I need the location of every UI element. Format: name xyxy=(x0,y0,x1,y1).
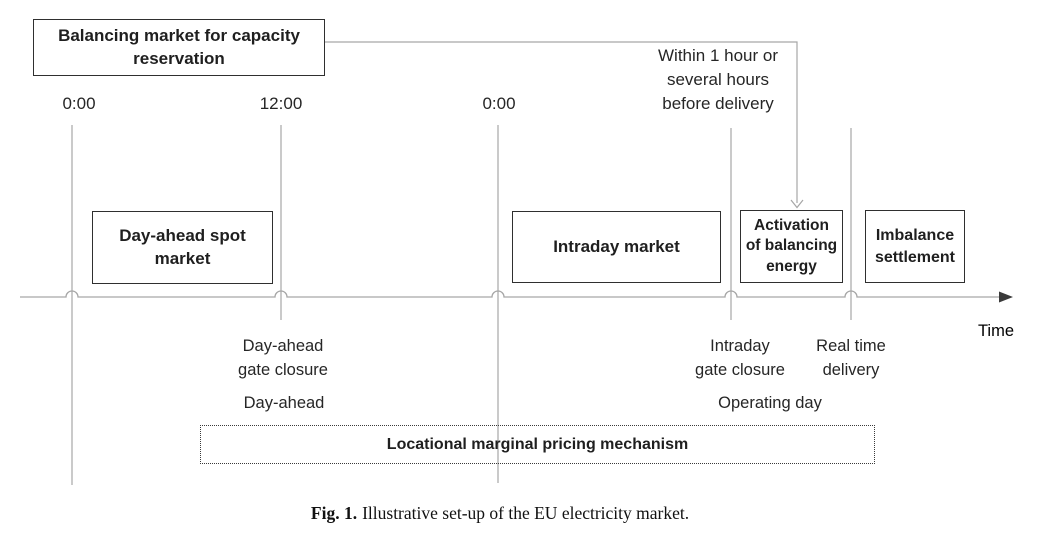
tick-0000-second: 0:00 xyxy=(482,94,516,113)
tick-1200: 12:00 xyxy=(259,94,303,113)
balancing-market-box: Balancing market for capacity reservatio… xyxy=(33,19,325,76)
tick-0000-first: 0:00 xyxy=(62,94,96,113)
figure-caption-text: Illustrative set-up of the EU electricit… xyxy=(362,503,690,523)
intraday-market-box: Intraday market xyxy=(512,211,721,283)
intraday-market-label: Intraday market xyxy=(553,236,680,256)
imbalance-settlement-label: Imbalance settlement xyxy=(874,227,956,266)
activation-balancing-energy-label: Activation of balancing energy xyxy=(745,216,838,275)
time-axis-line xyxy=(20,290,1000,298)
locational-marginal-pricing-box: Locational marginal pricing mechanism xyxy=(200,425,875,464)
milestone-real-time-delivery: Real time delivery xyxy=(816,337,886,379)
delivery-annotation: Within 1 hour or several hours before de… xyxy=(658,46,778,113)
period-label-day-ahead: Day-ahead xyxy=(243,394,325,412)
balancing-connector-line xyxy=(325,41,798,203)
milestone-intraday-gate-closure: Intraday gate closure xyxy=(695,337,785,379)
time-axis-arrowhead-icon xyxy=(999,291,1013,303)
balancing-market-label: Balancing market for capacity reservatio… xyxy=(58,26,300,68)
time-axis-label: Time xyxy=(977,322,1015,340)
figure-caption-number: Fig. 1. xyxy=(310,503,358,523)
milestone-dayahead-gate-closure: Day-ahead gate closure xyxy=(238,337,328,379)
locational-marginal-pricing-label: Locational marginal pricing mechanism xyxy=(386,435,689,453)
day-ahead-spot-market-label: Day-ahead spot market xyxy=(119,226,246,268)
period-label-operating-day: Operating day xyxy=(718,394,822,412)
day-ahead-spot-market-box: Day-ahead spot market xyxy=(92,211,273,284)
activation-balancing-energy-box: Activation of balancing energy xyxy=(740,210,843,283)
imbalance-settlement-box: Imbalance settlement xyxy=(865,210,965,283)
figure-caption: Fig. 1.Illustrative set-up of the EU ele… xyxy=(311,503,689,524)
down-arrowhead-icon xyxy=(790,199,804,209)
